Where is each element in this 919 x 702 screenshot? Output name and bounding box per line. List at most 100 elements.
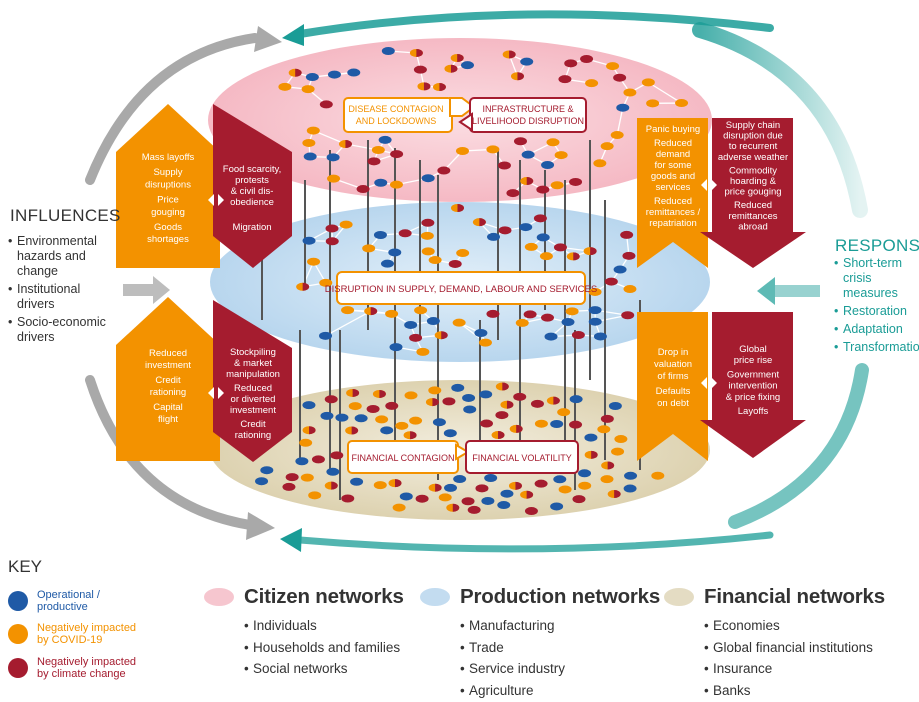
network-node — [521, 150, 535, 159]
disease-contagion-line-2: AND LOCKDOWNS — [356, 116, 437, 126]
network-node — [373, 481, 387, 490]
network-node — [326, 153, 340, 162]
network-node — [380, 259, 394, 268]
network-node — [456, 249, 470, 258]
network-node — [546, 396, 560, 405]
network-node — [278, 82, 292, 91]
top-cycle-arrow — [282, 10, 774, 46]
bottom-left-red-text: manipulation — [226, 369, 280, 380]
top-right-orange-text: repatriation — [649, 218, 697, 229]
network-node — [520, 177, 534, 186]
top-right-orange-text: Reduced — [654, 138, 692, 149]
bottom-right-red-arrow — [700, 312, 806, 458]
financial-volatility-box: FINANCIAL VOLATILITY — [465, 440, 579, 474]
network-node — [364, 307, 378, 316]
bottom-right-red-text: Layoffs — [738, 406, 769, 417]
network-node — [415, 494, 429, 503]
network-node — [421, 174, 435, 183]
top-left-orange-text: shortages — [147, 234, 189, 245]
network-node — [480, 419, 494, 428]
network-node — [534, 479, 548, 488]
bottom-left-red-text: Reduced — [234, 383, 272, 394]
network-node — [475, 484, 489, 493]
network-node — [509, 424, 523, 433]
network-nodes — [255, 46, 689, 516]
network-node — [584, 450, 598, 459]
network-item: Agriculture — [460, 680, 660, 702]
network-node — [569, 420, 583, 429]
top-left-red-text: protests — [235, 175, 269, 186]
network-node — [330, 451, 344, 460]
network-node — [614, 435, 628, 444]
network-node — [569, 395, 583, 404]
network-node — [437, 166, 451, 175]
network-node — [495, 382, 509, 391]
network-node — [354, 414, 368, 423]
network-node — [540, 313, 554, 322]
network-node — [421, 247, 435, 256]
top-left-red-text: obedience — [230, 197, 274, 208]
network-edge — [648, 81, 682, 104]
network-node — [366, 405, 380, 414]
network-node — [558, 485, 572, 494]
top-right-red-text: remittances — [728, 211, 777, 222]
network-node — [572, 495, 586, 504]
disease-contagion-box: DISEASE CONTAGION AND LOCKDOWNS — [343, 97, 476, 133]
double-arrow-icon — [208, 194, 224, 206]
network-node — [417, 82, 431, 91]
top-right-orange-text: for some — [655, 160, 692, 171]
network-node — [302, 401, 316, 410]
network-node — [622, 251, 636, 260]
network-node — [597, 425, 611, 434]
network-node — [520, 57, 534, 66]
network-node — [385, 401, 399, 410]
network-node — [461, 497, 475, 506]
network-node — [593, 159, 607, 168]
network-node — [495, 411, 509, 420]
network-node — [432, 83, 446, 92]
financial-contagion-label: FINANCIAL CONTAGION — [351, 453, 454, 463]
response-item: Short-term crisis measures — [834, 256, 919, 301]
network-edge — [616, 107, 624, 136]
network-node — [497, 161, 511, 170]
financial-contagion-box: FINANCIAL CONTAGION — [347, 440, 470, 474]
network-node — [467, 505, 481, 514]
network-node — [534, 419, 548, 428]
network-node — [327, 174, 341, 183]
network-node — [585, 79, 599, 88]
bottom-right-orange-text: valuation — [654, 359, 692, 370]
network-node — [421, 218, 435, 227]
top-right-orange-text: Reduced — [654, 196, 692, 207]
top-left-orange-text: Goods — [154, 222, 182, 233]
influences-title: INFLUENCES — [10, 206, 121, 225]
influence-item: Environmental hazards and change — [8, 234, 118, 279]
financial-networks-title: Financial networks — [704, 585, 885, 608]
bottom-left-orange-text: Credit — [155, 375, 181, 386]
network-node — [541, 160, 555, 169]
network-node — [510, 72, 524, 81]
top-right-red-text: Reduced — [734, 200, 772, 211]
right-lower-teal-arrow — [728, 363, 869, 529]
network-node — [346, 388, 360, 397]
double-arrow-icon — [208, 387, 224, 399]
network-node — [479, 390, 493, 399]
network-node — [588, 306, 602, 315]
red-dot-icon — [8, 658, 28, 678]
financial-networks-legend: Financial networks Economies Global fina… — [664, 585, 885, 701]
network-node — [428, 386, 442, 395]
network-node — [523, 310, 537, 319]
influence-item: Socio-economic drivers — [8, 315, 118, 345]
bottom-right-orange-text: Drop in — [658, 347, 689, 358]
network-item: Individuals — [244, 615, 404, 637]
network-node — [416, 347, 430, 356]
network-node — [311, 455, 325, 464]
bottom-left-red-text: Credit — [240, 419, 266, 430]
network-node — [389, 343, 403, 352]
top-right-red-text: Supply chain — [726, 120, 780, 131]
top-left-orange-text: Mass layoffs — [142, 152, 195, 163]
network-node — [583, 247, 597, 256]
top-right-red-text: disruption due — [723, 131, 783, 142]
network-node — [371, 145, 385, 154]
double-arrow-icon — [701, 179, 717, 191]
network-node — [558, 75, 572, 84]
